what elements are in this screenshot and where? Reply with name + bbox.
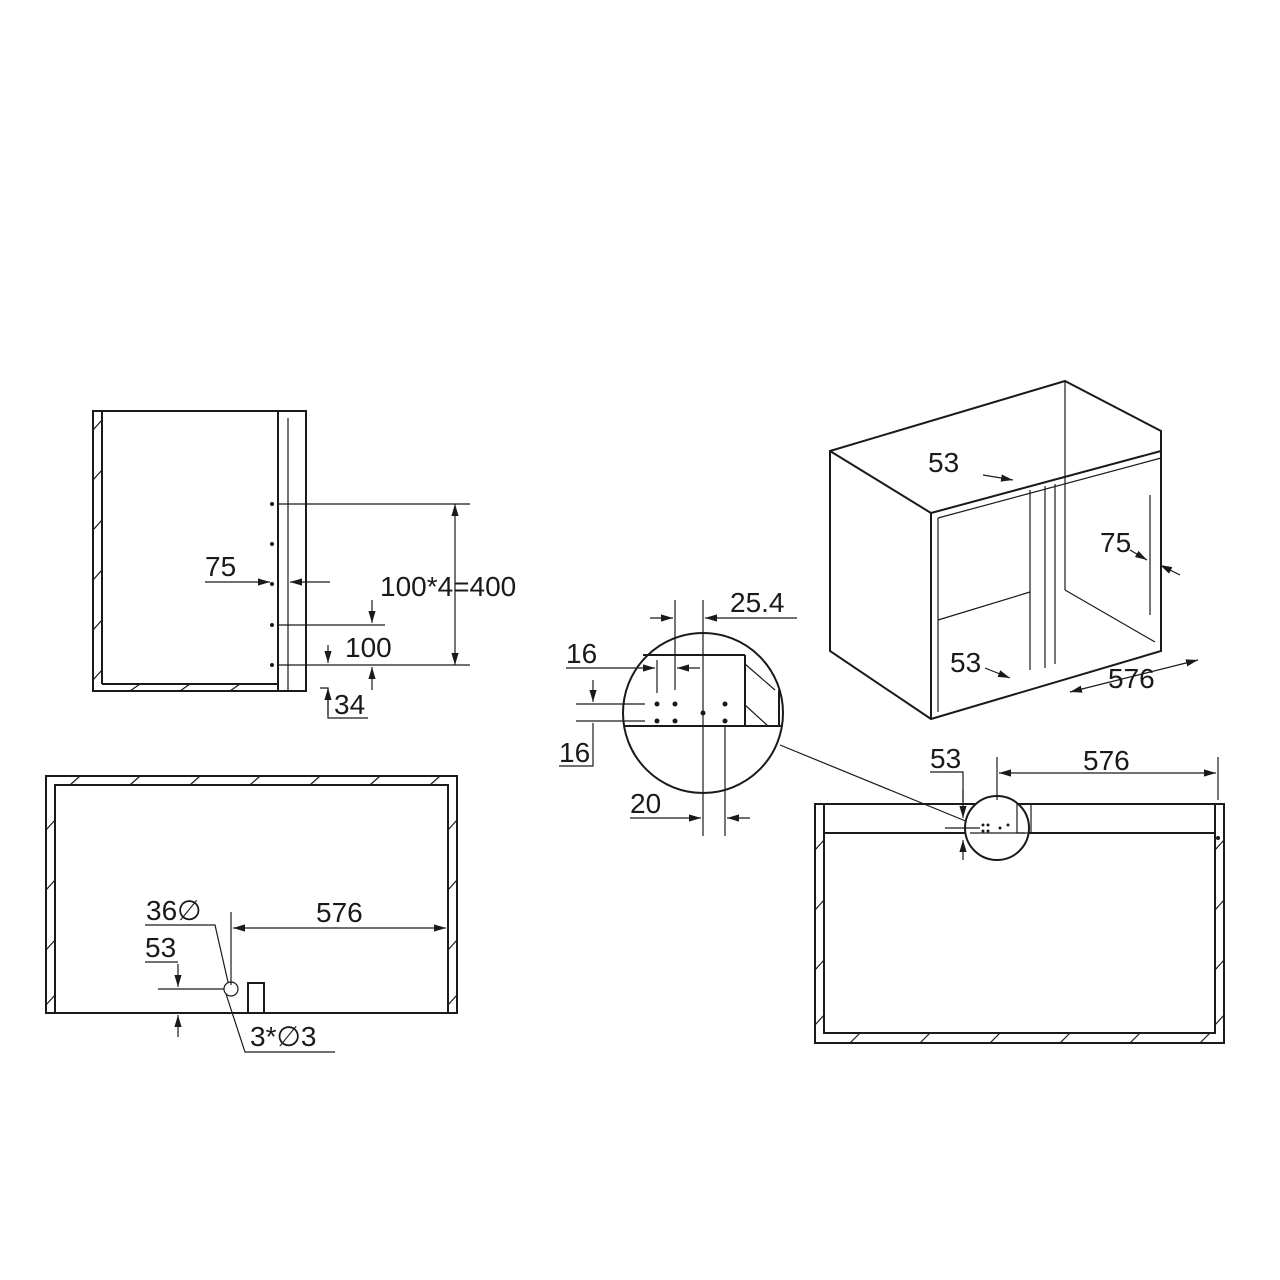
- edge-offset-label: 53: [145, 932, 176, 963]
- iso-width-label: 576: [1108, 663, 1155, 694]
- pitch-label: 100*4=400: [380, 571, 516, 602]
- iso-top-offset-label: 53: [928, 447, 959, 478]
- hole-spacing-a-label: 25.4: [730, 587, 785, 618]
- side-view: 100*4=400 75 100 34: [92, 410, 516, 720]
- iso-side-setback-label: 75: [1100, 527, 1131, 558]
- hole-diameter-label: 36∅: [146, 895, 202, 926]
- bottom-view: 576 36∅ 53 3*∅3: [45, 775, 458, 1053]
- front-view: 576 53: [814, 743, 1225, 1044]
- row-spacing-label: 16: [559, 737, 590, 768]
- front-width-label: 576: [1083, 745, 1130, 776]
- hole-spacing-b-label: 16: [566, 638, 597, 669]
- iso-view: 53 75 53 576: [829, 379, 1199, 721]
- small-holes-label: 3*∅3: [250, 1021, 316, 1052]
- bottom-offset-label: 34: [334, 689, 365, 720]
- setback-label: 75: [205, 551, 236, 582]
- front-offset-label: 53: [930, 743, 961, 774]
- iso-bottom-offset-label: 53: [950, 647, 981, 678]
- detail-view: 25.4 16 16 20: [559, 587, 969, 836]
- spacing-label: 100: [345, 632, 392, 663]
- offset-label: 20: [630, 788, 661, 819]
- width-label: 576: [316, 897, 363, 928]
